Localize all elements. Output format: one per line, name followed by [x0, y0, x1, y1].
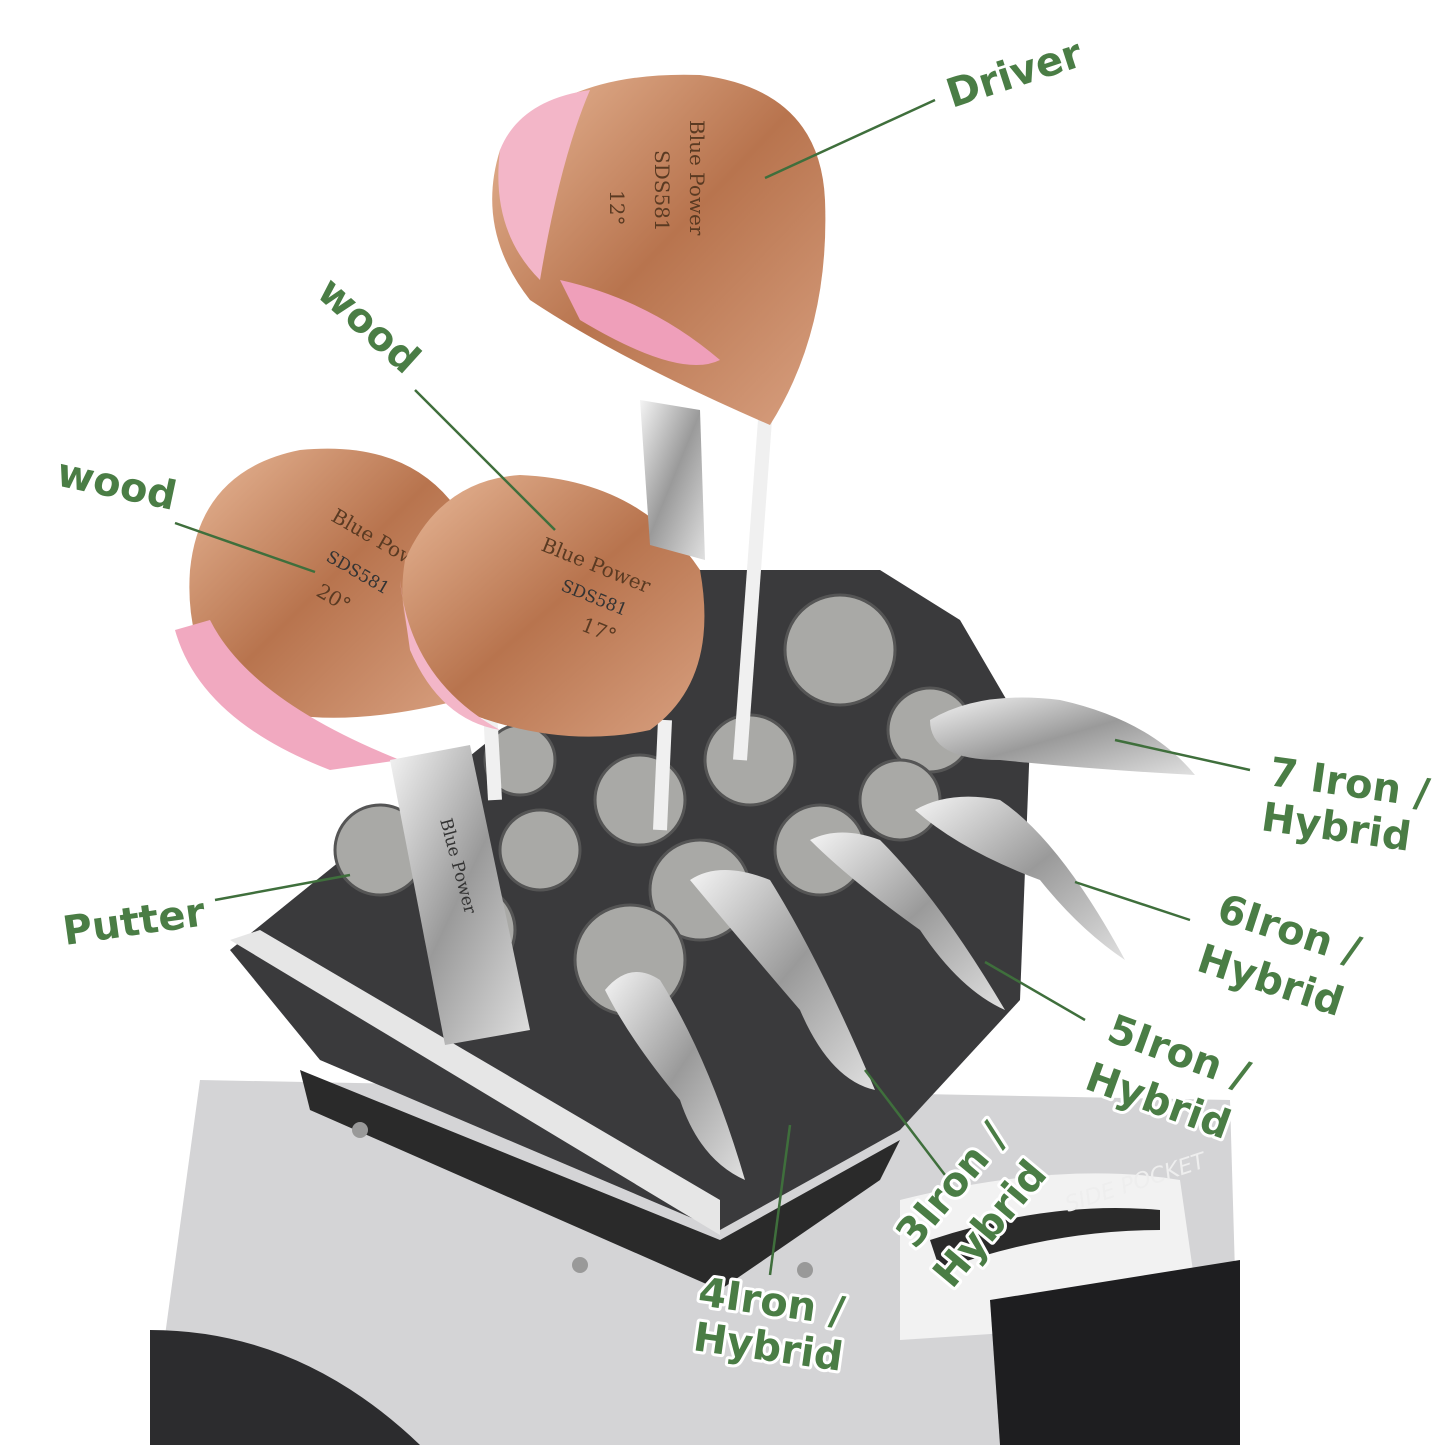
leader-5iron [984, 960, 1086, 1022]
leader-putter [214, 873, 351, 902]
wood-left-head: Blue Power SDS581 20° [175, 448, 464, 770]
driver-loft: 12° [605, 190, 629, 225]
iron-6-head [915, 796, 1125, 960]
label-putter: Putter [60, 889, 208, 954]
hybrid-back-head [640, 400, 705, 560]
driver-brand: Blue Power [685, 120, 709, 236]
leader-7iron [1114, 738, 1251, 772]
iron-4-head [605, 972, 745, 1180]
leader-4iron [768, 1124, 792, 1276]
leader-driver [764, 98, 936, 180]
iron-heads [605, 697, 1195, 1180]
leader-lines [174, 98, 1251, 1276]
label-wood-top: wood [308, 268, 428, 383]
iron-3-head [690, 870, 875, 1090]
leader-wood-left [174, 521, 316, 574]
putter-head: Blue Power [390, 745, 530, 1045]
label-wood-left: wood [53, 450, 180, 520]
leader-3iron [864, 1069, 946, 1176]
leader-6iron [1074, 880, 1191, 922]
iron-5-head [810, 832, 1005, 1010]
bag-organizer [230, 570, 1030, 1290]
wood-top-head: Blue Power SDS581 17° [400, 475, 705, 737]
iron-7-head [930, 697, 1195, 775]
driver-model: SDS581 [650, 150, 674, 232]
label-driver: Driver [941, 31, 1088, 118]
driver-head: Blue Power SDS581 12° [492, 74, 826, 426]
leader-wood-top [414, 389, 556, 531]
